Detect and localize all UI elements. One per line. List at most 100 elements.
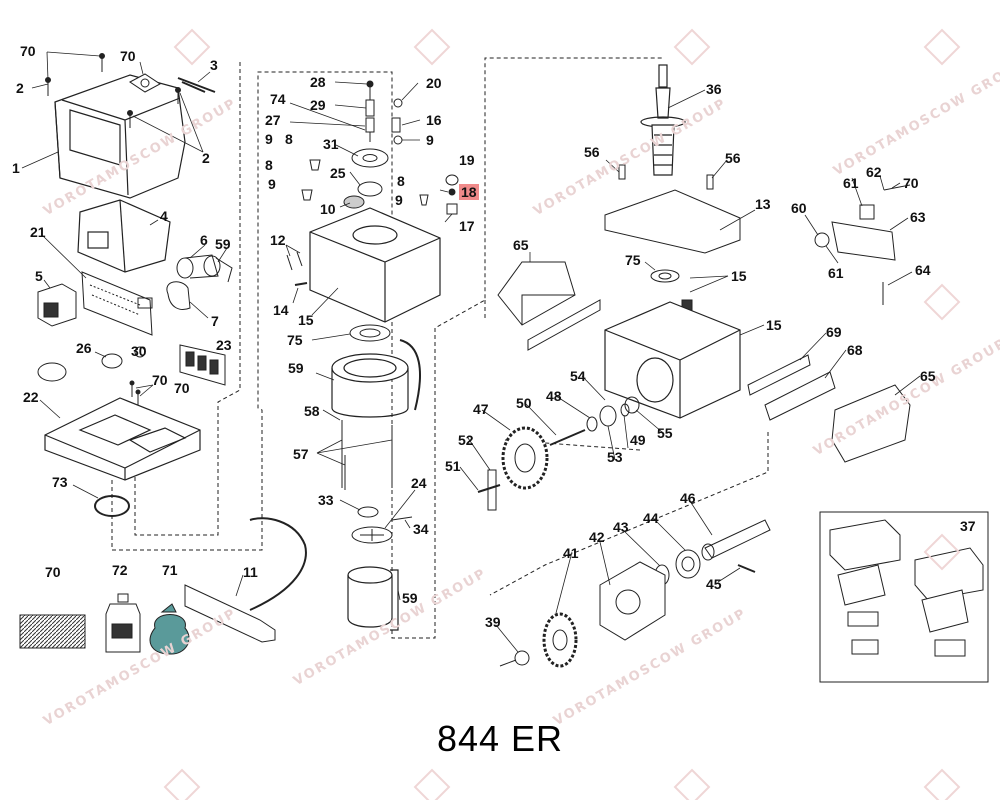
callout-label: 75 xyxy=(287,332,303,348)
callout-label: 8 xyxy=(265,157,273,173)
coupling-24 xyxy=(351,526,393,544)
callout-label: 48 xyxy=(546,388,562,404)
callout-label: 52 xyxy=(458,432,474,448)
callout-label: 24 xyxy=(411,475,427,491)
motor-cover xyxy=(54,74,186,199)
ball-18 xyxy=(448,188,456,196)
callout-label: 60 xyxy=(791,200,807,216)
model-title: 844 ER xyxy=(436,718,564,759)
callout-label: 43 xyxy=(613,519,629,535)
callout-label: 49 xyxy=(630,432,646,448)
gasket-13 xyxy=(604,189,741,254)
callout-label: 56 xyxy=(584,144,600,160)
callout-label: 20 xyxy=(426,75,442,91)
gland-nut xyxy=(134,346,146,358)
bolt-column xyxy=(365,80,375,142)
callout-label: 72 xyxy=(112,562,128,578)
callout-label: 74 xyxy=(270,91,286,107)
callout-label: 6 xyxy=(200,232,208,248)
callout-label: 70 xyxy=(152,372,168,388)
electric-motor xyxy=(331,339,421,418)
washer-49 xyxy=(620,403,630,417)
callout-label: 55 xyxy=(657,425,673,441)
gear-41 xyxy=(542,612,578,668)
callout-label: 2 xyxy=(202,150,210,166)
seal-55 xyxy=(624,396,640,414)
callout-label: 65 xyxy=(513,237,529,253)
callout-label: 9 xyxy=(426,132,434,148)
callout-label: 46 xyxy=(680,490,696,506)
callout-label: 70 xyxy=(174,380,190,396)
callout-label: 70 xyxy=(120,48,136,64)
motor-rotor xyxy=(347,566,399,631)
callout-label: 33 xyxy=(318,492,334,508)
callout-label: 9 xyxy=(265,131,273,147)
callout-label: 73 xyxy=(52,474,68,490)
capacitor xyxy=(176,254,233,283)
callout-label: 7 xyxy=(211,313,219,329)
callout-label: 75 xyxy=(625,252,641,268)
release-lever xyxy=(814,184,911,261)
callout-label: 59 xyxy=(402,590,418,606)
control-board xyxy=(81,271,153,336)
capacitor-bracket xyxy=(166,281,191,310)
pump-head xyxy=(351,148,389,168)
leader-lines xyxy=(21,51,921,653)
callout-label: 23 xyxy=(216,337,232,353)
callout-label: 15 xyxy=(766,317,782,333)
callout-label: 64 xyxy=(915,262,931,278)
spring-17 xyxy=(446,203,458,215)
callout-label: 54 xyxy=(570,368,586,384)
cap-19 xyxy=(445,174,459,186)
callout-label: 13 xyxy=(755,196,771,212)
watermarks xyxy=(163,28,961,800)
callout-label: 10 xyxy=(320,201,336,217)
bearing-53 xyxy=(599,405,617,427)
callout-label: 69 xyxy=(826,324,842,340)
pin-45 xyxy=(737,564,756,573)
callout-label: 59 xyxy=(288,360,304,376)
callout-label: 71 xyxy=(162,562,178,578)
callout-label: 61 xyxy=(828,265,844,281)
gearbox-housing xyxy=(604,301,741,419)
callout-label: 16 xyxy=(426,112,442,128)
pin-50 xyxy=(549,429,586,446)
callout-label: 5 xyxy=(35,268,43,284)
callout-label: 56 xyxy=(725,150,741,166)
plate-69 xyxy=(747,354,811,396)
callout-label: 59 xyxy=(215,236,231,252)
callout-label: 47 xyxy=(473,401,489,417)
callout-label: 34 xyxy=(413,521,429,537)
callout-label: 41 xyxy=(563,545,579,561)
inset-frame xyxy=(819,511,989,683)
callout-label: 39 xyxy=(485,614,501,630)
pin-56-right xyxy=(706,174,714,190)
gasket-10 xyxy=(343,195,365,209)
callout-label: 28 xyxy=(310,74,326,90)
callout-label: 29 xyxy=(310,97,326,113)
release-key xyxy=(177,77,216,93)
callout-label: 4 xyxy=(160,208,168,224)
callout-label: 8 xyxy=(397,173,405,189)
screws xyxy=(45,53,181,128)
gear-47 xyxy=(501,426,549,490)
callout-label: 12 xyxy=(270,232,286,248)
o-ring xyxy=(94,495,130,517)
callout-label: 37 xyxy=(960,518,976,534)
terminal-block xyxy=(179,344,226,386)
washer-small xyxy=(393,135,403,145)
grease-bag xyxy=(149,603,190,655)
transformer xyxy=(37,283,77,327)
callout-label: 65 xyxy=(920,368,936,384)
callout-label: 22 xyxy=(23,389,39,405)
oil-tank xyxy=(309,207,441,323)
shaft-46 xyxy=(701,519,771,561)
callout-label: 17 xyxy=(459,218,475,234)
washer-48 xyxy=(586,416,598,432)
motor-screws xyxy=(341,420,393,490)
callout-label: 62 xyxy=(866,164,882,180)
callout-label: 27 xyxy=(265,112,281,128)
pins xyxy=(286,251,308,286)
pin-34 xyxy=(391,516,413,521)
